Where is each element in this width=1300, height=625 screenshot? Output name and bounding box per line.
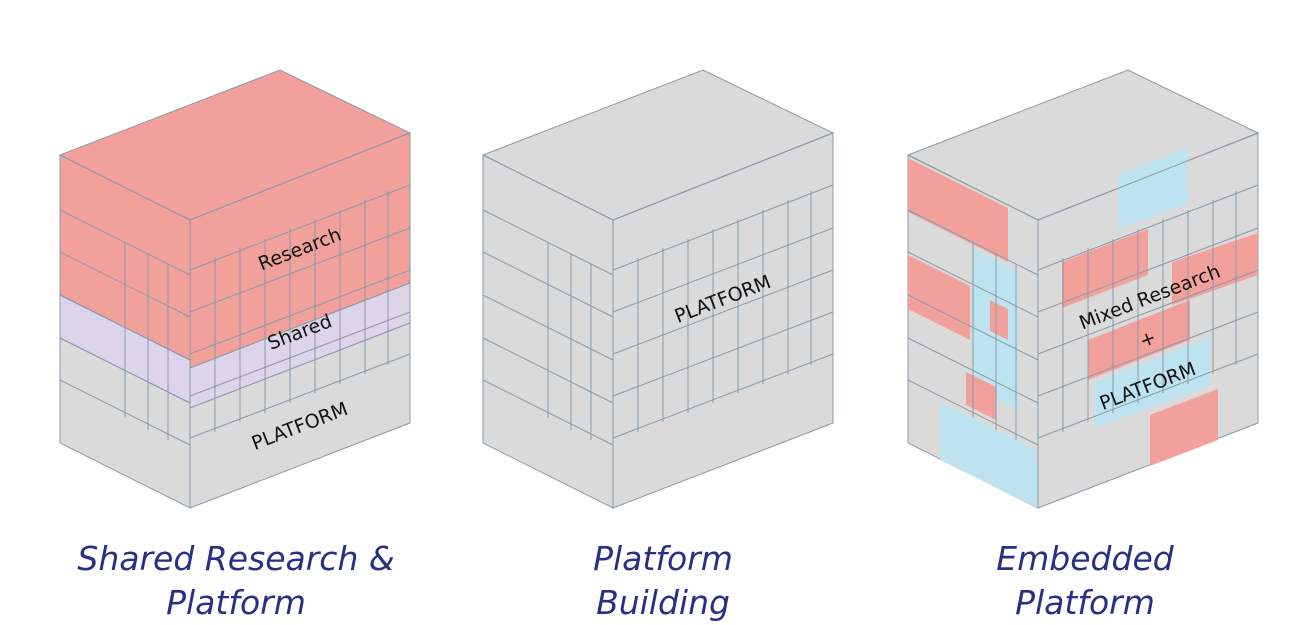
mullions-right: [214, 191, 389, 432]
caption-embedded-platform: Embedded Platform: [885, 537, 1285, 625]
patch-platform: [1118, 148, 1188, 230]
caption-line: Platform: [593, 539, 733, 578]
caption-line: Platform: [166, 583, 306, 622]
caption-line: Shared Research &: [77, 539, 395, 578]
floor-lines-right: [1037, 184, 1259, 439]
patch-research: [1150, 389, 1218, 466]
caption-line: Platform: [1015, 583, 1155, 622]
building-embedded: [906, 69, 1260, 509]
patch-research: [1062, 229, 1148, 308]
patch-research: [990, 300, 1008, 340]
mullions-left: [547, 243, 592, 440]
building-diagrams: Research Shared PLATFORM PLATFORM: [58, 69, 1260, 509]
patch-research: [908, 158, 1008, 262]
label-plus: +: [1136, 326, 1159, 352]
caption-platform-building: Platform Building: [463, 537, 863, 625]
building-shared-research: [58, 69, 412, 509]
caption-line: Embedded: [996, 539, 1174, 578]
building-platform: [481, 69, 835, 509]
caption-shared-research: Shared Research & Platform: [36, 537, 436, 625]
mullions-left: [124, 243, 169, 440]
floor-lines-right: [612, 184, 834, 439]
mullions-right: [637, 191, 812, 432]
caption-line: Building: [596, 583, 730, 622]
mullions-right: [1062, 191, 1237, 432]
patch-platform: [940, 402, 1038, 508]
floor-lines-right: [189, 184, 411, 439]
mullions-left: [972, 243, 1017, 440]
